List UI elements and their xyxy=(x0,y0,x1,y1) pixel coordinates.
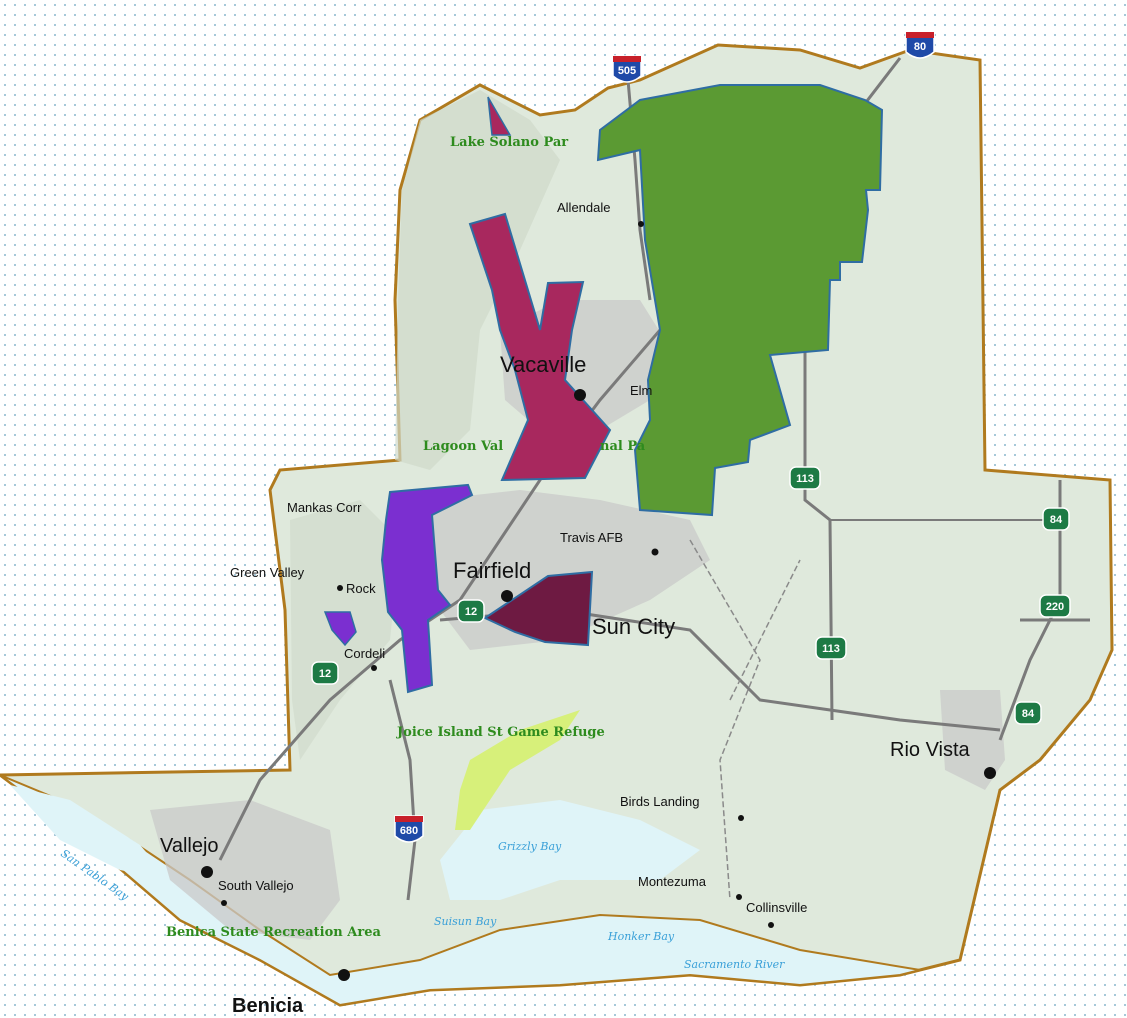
state-route-shield-12b: 12 xyxy=(311,661,339,685)
svg-text:80: 80 xyxy=(914,41,926,53)
state-route-shield-113b: 113 xyxy=(815,636,847,660)
label-vacaville: Vacaville xyxy=(500,352,586,377)
label-lagoon-valley: Lagoon Val xyxy=(423,439,503,454)
state-route-shield-220: 220 xyxy=(1039,594,1071,618)
svg-text:505: 505 xyxy=(618,65,636,77)
rail-2 xyxy=(729,559,801,701)
road-sr84 xyxy=(998,480,1062,741)
svg-text:84: 84 xyxy=(1050,514,1063,526)
dot-cordelia xyxy=(371,665,377,671)
svg-text:84: 84 xyxy=(1022,708,1035,720)
label-vallejo: Vallejo xyxy=(160,835,219,857)
label-cordelia: Cordeli xyxy=(344,646,385,661)
green-region xyxy=(596,84,884,517)
dot-vallejo xyxy=(201,866,213,878)
svg-text:680: 680 xyxy=(400,825,418,837)
rio-vista-urban xyxy=(940,690,1005,790)
label-rockville: Rock xyxy=(346,581,376,596)
label-fairfield: Fairfield xyxy=(453,558,531,583)
city-dots xyxy=(201,221,996,981)
label-lagoon-valley-2: nal Pa xyxy=(600,439,646,454)
dot-collinsville xyxy=(768,922,774,928)
dot-benicia xyxy=(338,969,350,981)
road-i680 xyxy=(388,679,417,901)
label-collinsville: Collinsville xyxy=(746,900,807,915)
interstate-shield-680: 680 xyxy=(394,815,424,843)
dot-vacaville xyxy=(574,389,586,401)
dot-fairfield xyxy=(501,590,513,602)
label-sacramento-river: Sacramento River xyxy=(684,958,785,971)
state-route-shield-12a: 12 xyxy=(457,599,485,623)
label-suisun-bay: Suisun Bay xyxy=(434,915,497,928)
svg-text:113: 113 xyxy=(796,473,814,485)
label-grizzly-bay: Grizzly Bay xyxy=(498,840,562,853)
rail-1 xyxy=(689,539,761,901)
label-honker-bay: Honker Bay xyxy=(607,930,675,943)
magenta-region-main xyxy=(468,212,612,482)
vallejo-urban xyxy=(150,800,340,940)
label-montezuma: Montezuma xyxy=(638,874,707,889)
road-sr113 xyxy=(803,300,834,721)
san-pablo-water xyxy=(10,785,170,880)
label-mankas-corner: Mankas Corr xyxy=(287,500,362,515)
dot-allendale xyxy=(638,221,644,227)
label-allendale: Allendale xyxy=(557,200,611,215)
maroon-region xyxy=(482,570,594,647)
interstate-shield-80: 80 xyxy=(905,31,935,59)
svg-text:12: 12 xyxy=(465,606,477,618)
magenta-region-north xyxy=(487,96,512,136)
svg-text:220: 220 xyxy=(1046,601,1064,613)
svg-text:113: 113 xyxy=(822,643,840,655)
svg-text:12: 12 xyxy=(319,668,331,680)
joice-island-refuge xyxy=(455,710,580,830)
label-lake-solano-park: Lake Solano Par xyxy=(450,135,568,150)
label-joice-island-refuge: Joice Island St Game Refuge xyxy=(396,725,605,740)
state-route-shield-84b: 84 xyxy=(1014,701,1042,725)
label-south-vallejo: South Vallejo xyxy=(218,878,294,893)
dot-birds-landing xyxy=(738,815,744,821)
label-green-valley: Green Valley xyxy=(230,565,305,580)
interstate-shield-505: 505 xyxy=(612,55,642,83)
violet-region-small xyxy=(323,611,357,647)
state-route-shield-84a: 84 xyxy=(1042,507,1070,531)
dot-rockville xyxy=(337,585,343,591)
dot-travis xyxy=(651,548,659,556)
label-elmira: Elm xyxy=(630,383,652,398)
rail-lines xyxy=(689,539,801,901)
suisun-bay-water xyxy=(440,800,700,900)
label-benicia-sra: Benica State Recreation Area xyxy=(166,925,381,940)
violet-region-main xyxy=(380,483,474,694)
label-rio-vista: Rio Vista xyxy=(890,739,971,761)
label-birds-landing: Birds Landing xyxy=(620,794,700,809)
dot-montezuma xyxy=(736,894,742,900)
state-route-shield-113a: 113 xyxy=(789,466,821,490)
dot-rio-vista xyxy=(984,767,996,779)
label-sun-city: Sun City xyxy=(592,614,675,639)
label-travis-afb: Travis AFB xyxy=(560,530,623,545)
dot-south-vallejo xyxy=(221,900,227,906)
label-benicia: Benicia xyxy=(232,995,304,1017)
hills-shading xyxy=(395,90,560,470)
